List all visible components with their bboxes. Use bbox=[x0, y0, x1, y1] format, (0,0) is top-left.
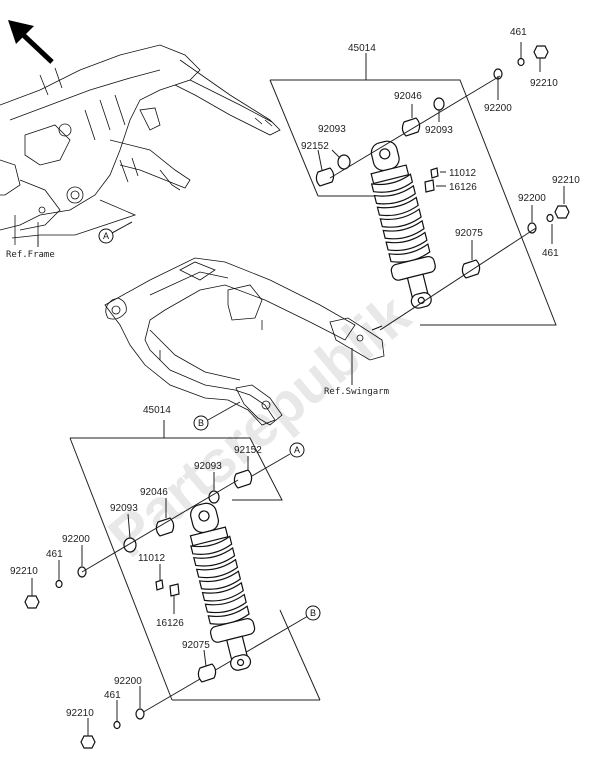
upper-label-92200-right: 92200 bbox=[518, 193, 546, 204]
upper-shock-absorber bbox=[370, 140, 436, 309]
lower-bushing-92046 bbox=[155, 517, 175, 537]
lower-washer-92093-left bbox=[123, 537, 137, 553]
upper-label-92093-right: 92093 bbox=[425, 125, 453, 136]
lower-washer-92200-bottom bbox=[135, 708, 145, 720]
upper-washer-92200-right bbox=[527, 222, 537, 234]
upper-assembly-bracket bbox=[269, 53, 557, 326]
lower-label-92093-left: 92093 bbox=[110, 503, 138, 514]
lower-assembly-bracket bbox=[69, 420, 321, 701]
ref-swingarm-label: Ref.Swingarm bbox=[324, 387, 389, 397]
frame-drawing bbox=[0, 44, 281, 245]
lower-group-number: 45014 bbox=[143, 405, 171, 416]
marker-b-swingarm bbox=[193, 415, 209, 431]
upper-label-16126: 16126 bbox=[449, 182, 477, 193]
lower-label-92200-bottom: 92200 bbox=[114, 676, 142, 687]
upper-label-92046: 92046 bbox=[394, 91, 422, 102]
lower-screw-16126 bbox=[169, 583, 180, 597]
lower-label-92075: 92075 bbox=[182, 640, 210, 651]
upper-label-92210-right: 92210 bbox=[552, 175, 580, 186]
marker-b-leader bbox=[207, 401, 241, 421]
marker-b-lower-text: B bbox=[310, 608, 316, 618]
upper-screw-16126 bbox=[424, 179, 435, 193]
marker-a-frame-text: A bbox=[103, 231, 109, 241]
marker-a-lower-leader bbox=[251, 453, 291, 477]
lower-label-92093-top: 92093 bbox=[194, 461, 222, 472]
lower-label-92046: 92046 bbox=[140, 487, 168, 498]
lower-label-92210-bottom: 92210 bbox=[66, 708, 94, 719]
lower-label-461-left: 461 bbox=[46, 549, 63, 560]
lower-leaders bbox=[31, 456, 249, 736]
marker-b-lower-leader bbox=[139, 615, 309, 715]
upper-label-461-right: 461 bbox=[542, 248, 559, 259]
lower-screw-11012 bbox=[155, 579, 164, 591]
upper-washer-461-right bbox=[546, 213, 554, 223]
lower-nut-92210-bottom bbox=[80, 735, 96, 749]
lower-nut-92210-left bbox=[24, 595, 40, 609]
upper-nut-92210-top bbox=[533, 45, 549, 59]
upper-label-92210-top: 92210 bbox=[530, 78, 558, 89]
lower-label-461-bottom: 461 bbox=[104, 690, 121, 701]
upper-label-461-top: 461 bbox=[510, 27, 527, 38]
lower-washer-461-left bbox=[55, 579, 63, 589]
lower-bushing-92075 bbox=[197, 663, 217, 683]
upper-label-92075: 92075 bbox=[455, 228, 483, 239]
marker-a-lower-text: A bbox=[294, 445, 300, 455]
upper-washer-92093-right bbox=[433, 97, 445, 111]
upper-leaders bbox=[317, 42, 565, 331]
upper-label-92093-left: 92093 bbox=[318, 124, 346, 135]
upper-label-11012: 11012 bbox=[449, 168, 477, 179]
swingarm-drawing bbox=[104, 257, 385, 426]
marker-b-lower bbox=[305, 605, 321, 621]
front-arrow-icon bbox=[8, 20, 54, 64]
marker-a-lower bbox=[289, 442, 305, 458]
lower-label-16126: 16126 bbox=[156, 618, 184, 629]
lower-washer-461-bottom bbox=[113, 720, 121, 730]
lower-shock-absorber bbox=[189, 502, 256, 671]
lower-label-92152: 92152 bbox=[234, 445, 262, 456]
upper-nut-92210-right bbox=[554, 205, 570, 219]
ref-frame-label: Ref.Frame bbox=[6, 250, 55, 260]
upper-collar-92152 bbox=[315, 167, 335, 187]
lower-label-92200-left: 92200 bbox=[62, 534, 90, 545]
lower-label-11012: 11012 bbox=[138, 553, 166, 564]
upper-screw-11012 bbox=[430, 167, 439, 179]
lower-collar-92152 bbox=[233, 469, 253, 489]
lower-washer-92093-top bbox=[208, 490, 220, 504]
upper-washer-461-top bbox=[517, 57, 525, 67]
upper-washer-92093-left bbox=[337, 154, 351, 170]
upper-label-92152: 92152 bbox=[301, 141, 329, 152]
watermark: Partsrepublik bbox=[97, 281, 423, 570]
lower-label-92210-left: 92210 bbox=[10, 566, 38, 577]
upper-label-92200-top: 92200 bbox=[484, 103, 512, 114]
upper-group-number: 45014 bbox=[348, 43, 376, 54]
upper-bushing-92075 bbox=[461, 259, 481, 279]
marker-a-leader bbox=[111, 221, 133, 234]
marker-a-frame bbox=[98, 228, 114, 244]
marker-b-swingarm-text: B bbox=[198, 418, 204, 428]
